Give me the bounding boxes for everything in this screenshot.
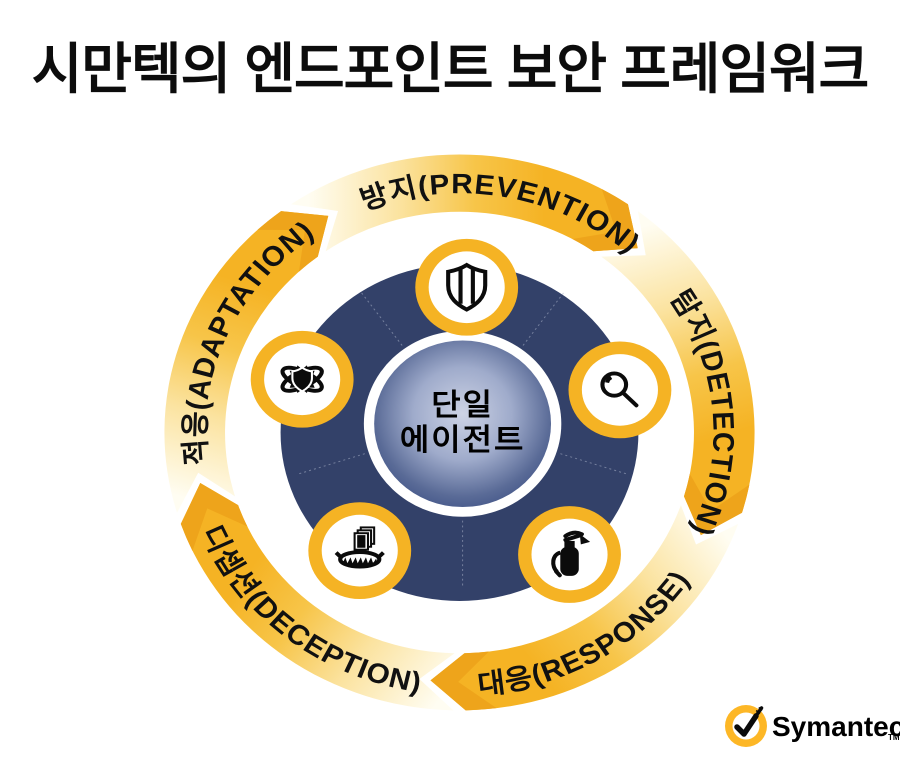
- arrowhead-prevention: [572, 188, 638, 252]
- sector-divider: [296, 453, 365, 476]
- symantec-checkmark-icon: [725, 705, 767, 747]
- arrow-ring: [164, 154, 755, 711]
- framework-diagram: 방지(PREVENTION) 탐지(DETECTION) 대응(RESPONSE…: [164, 154, 755, 711]
- badge-deception: [308, 502, 412, 600]
- magnifier-icon: [600, 371, 639, 408]
- badge-prevention: [415, 238, 519, 336]
- badge-face: [581, 354, 658, 426]
- arrowhead-deception: [180, 483, 248, 551]
- sector-divider: [522, 290, 566, 346]
- ring-segment-detection: [601, 211, 755, 536]
- arrowhead-response: [430, 651, 497, 711]
- center-label-line2: 에이전트: [400, 423, 526, 457]
- ring-segment-deception: [180, 483, 455, 711]
- ring-segment-adaptation: [164, 211, 329, 513]
- center-circle: [374, 340, 552, 508]
- ring-segment-response: [430, 505, 739, 711]
- ring-segment-prevention: [291, 154, 638, 252]
- shield-icon: [446, 262, 488, 312]
- badge-detection: [568, 341, 672, 439]
- page-title: 시만텍의 엔드포인트 보안 프레임워크: [31, 38, 869, 100]
- symantec-wordmark: Symantec: [772, 711, 900, 742]
- center-label-line1: 단일: [431, 388, 494, 422]
- arrowhead-adaptation: [257, 211, 329, 272]
- badge-response: [518, 506, 621, 603]
- badge-face: [428, 251, 505, 324]
- trap-documents-icon: [334, 526, 385, 569]
- single-agent-circle: 단일 에이전트: [363, 330, 562, 517]
- badge-adaptation: [250, 330, 354, 428]
- orbit-shield-icon: [280, 365, 324, 394]
- fire-extinguisher-icon: [551, 530, 591, 578]
- symantec-logo: Symantec TM: [725, 705, 900, 747]
- sector-divider: [359, 290, 403, 346]
- sector-divider: [560, 453, 630, 476]
- arrowhead-detection: [683, 473, 750, 536]
- trademark-symbol: TM: [888, 733, 900, 742]
